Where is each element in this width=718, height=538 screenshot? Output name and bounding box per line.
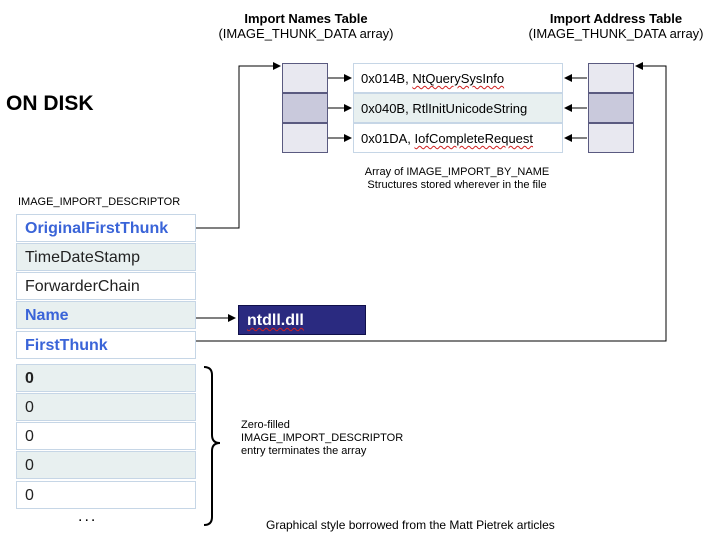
import-hint: 0x014B, (361, 71, 409, 86)
zero-note-line2: IMAGE_IMPORT_DESCRIPTOR (241, 432, 404, 444)
iat-title-block: Import Address Table (IMAGE_THUNK_DATA a… (516, 11, 716, 41)
iat-subtitle: (IMAGE_THUNK_DATA array) (528, 26, 704, 41)
names-caption: Array of IMAGE_IMPORT_BY_NAME Structures… (357, 166, 557, 192)
zero-row: 0 (16, 364, 196, 392)
import-func-name: RtlInitUnicodeString (412, 101, 528, 116)
iat-thunk-1 (588, 93, 634, 123)
int-title-block: Import Names Table (IMAGE_THUNK_DATA arr… (206, 11, 406, 41)
names-caption-line1: Array of IMAGE_IMPORT_BY_NAME (364, 166, 550, 178)
zero-note-line1: Zero-filled (241, 419, 290, 431)
field-original-first-thunk: OriginalFirstThunk (16, 214, 196, 242)
iat-title: Import Address Table (549, 11, 683, 26)
int-thunk-1 (282, 93, 328, 123)
dll-name: ntdll.dll (247, 312, 304, 329)
import-hint: 0x040B, (361, 101, 409, 116)
zero-row: 0 (16, 422, 196, 450)
zero-entry-brace (203, 366, 221, 526)
field-first-thunk: FirstThunk (16, 331, 196, 359)
zero-note: Zero-filled IMAGE_IMPORT_DESCRIPTOR entr… (241, 419, 403, 458)
import-by-name-1: 0x040B, RtlInitUnicodeString (353, 93, 563, 123)
zero-row: 0 (16, 451, 196, 479)
arrow-first-thunk (196, 62, 667, 342)
field-time-date-stamp: TimeDateStamp (16, 243, 196, 271)
import-hint: 0x01DA, (361, 131, 411, 146)
names-caption-line2: Structures stored wherever in the file (367, 179, 547, 191)
int-thunk-2 (282, 123, 328, 153)
import-func-name: NtQuerySysInfo (412, 71, 505, 86)
zero-row: 0 (16, 393, 196, 421)
iat-thunk-2 (588, 123, 634, 153)
arrow-original-first-thunk (196, 62, 281, 229)
int-thunk-0 (282, 63, 328, 93)
import-by-name-0: 0x014B, NtQuerySysInfo (353, 63, 563, 93)
footer-credit: Graphical style borrowed from the Matt P… (266, 518, 555, 532)
iat-thunk-0 (588, 63, 634, 93)
zero-note-line3: entry terminates the array (241, 445, 367, 457)
field-name: Name (16, 301, 196, 329)
ellipsis: ... (78, 508, 98, 525)
import-func-name: IofCompleteRequest (414, 131, 534, 146)
int-subtitle: (IMAGE_THUNK_DATA array) (218, 26, 394, 41)
field-forwarder-chain: ForwarderChain (16, 272, 196, 300)
dll-name-box: ntdll.dll (238, 305, 366, 335)
descriptor-label: IMAGE_IMPORT_DESCRIPTOR (18, 196, 181, 208)
int-title: Import Names Table (244, 11, 368, 26)
on-disk-heading: ON DISK (6, 92, 94, 115)
zero-row: 0 (16, 481, 196, 509)
import-by-name-2: 0x01DA, IofCompleteRequest (353, 123, 563, 153)
